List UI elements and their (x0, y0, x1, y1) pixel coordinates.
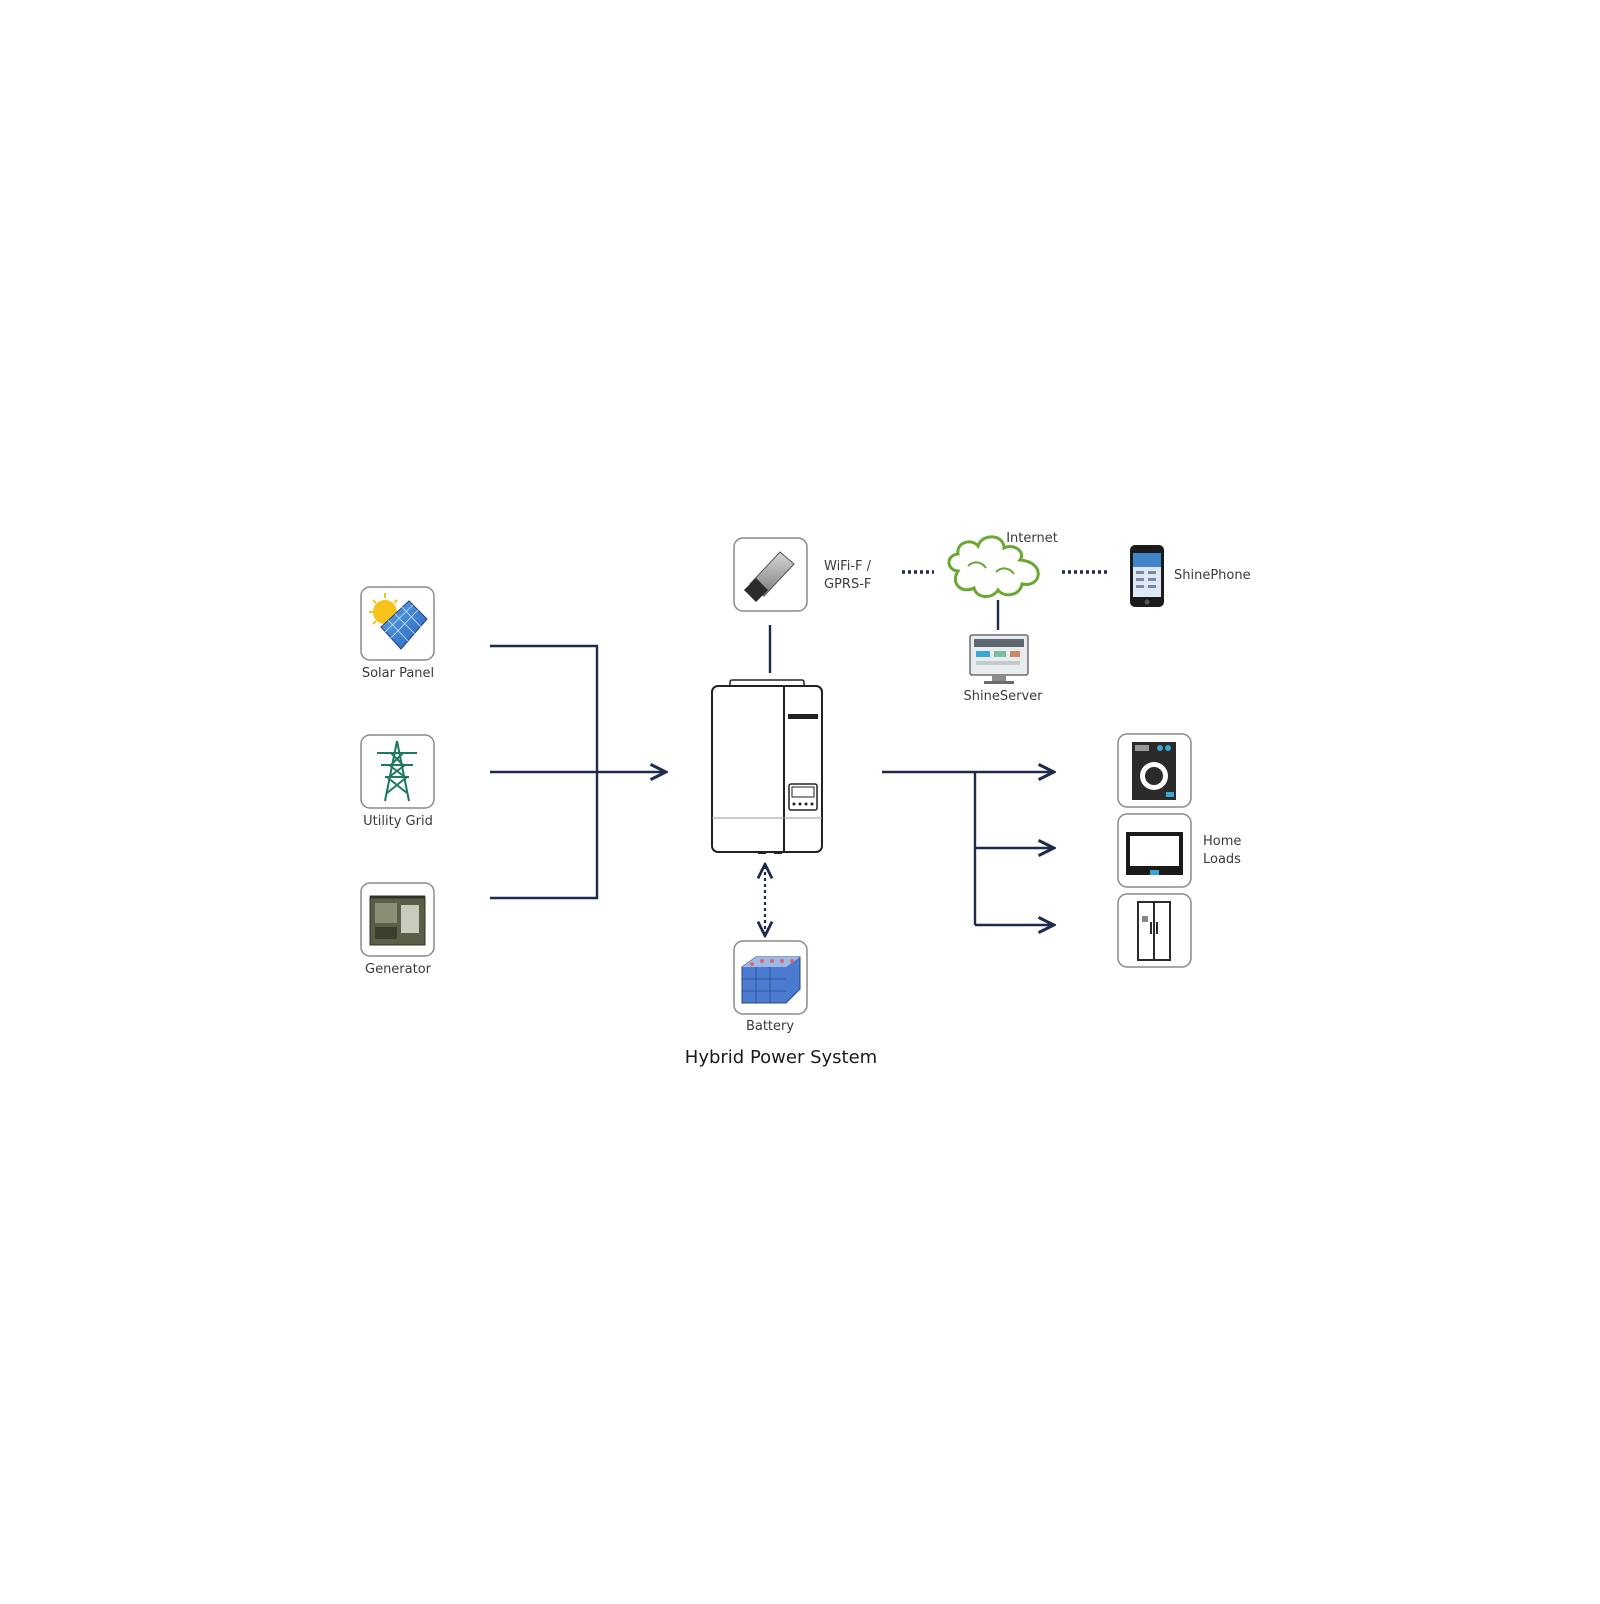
washing-machine-icon (1117, 733, 1192, 808)
source-bus-lines (490, 644, 664, 900)
wifi-gprs-stick-icon (733, 537, 808, 612)
generator-label: Generator (364, 962, 432, 977)
utility-grid-label: Utility Grid (363, 814, 433, 829)
home-loads-line2: Loads (1203, 852, 1241, 867)
load-bus-lines (882, 772, 1052, 925)
shine-server-label: ShineServer (963, 689, 1043, 704)
generator-icon (360, 882, 435, 957)
wifi-label-line1: WiFi-F / (824, 559, 872, 574)
shine-server-monitor-icon (969, 634, 1029, 684)
solar-panel-label: Solar Panel (361, 666, 435, 681)
television-icon (1117, 813, 1192, 888)
diagram-title: Hybrid Power System (684, 1047, 878, 1068)
battery-label: Battery (745, 1019, 795, 1034)
internet-label: Internet (1006, 531, 1058, 546)
shine-phone-icon (1130, 545, 1164, 607)
utility-grid-tower-icon (360, 734, 435, 809)
home-loads-line1: Home (1203, 834, 1242, 849)
home-loads-label: Home Loads (1203, 833, 1241, 869)
internet-cloud-icon (947, 535, 1040, 598)
hybrid-inverter-unit (711, 679, 823, 854)
refrigerator-icon (1117, 893, 1192, 968)
solar-panel-icon (360, 586, 435, 661)
shine-phone-label: ShinePhone (1174, 568, 1251, 583)
battery-icon (733, 940, 808, 1015)
wifi-gprs-label: WiFi-F / GPRS-F (824, 558, 871, 594)
wifi-label-line2: GPRS-F (824, 577, 872, 592)
